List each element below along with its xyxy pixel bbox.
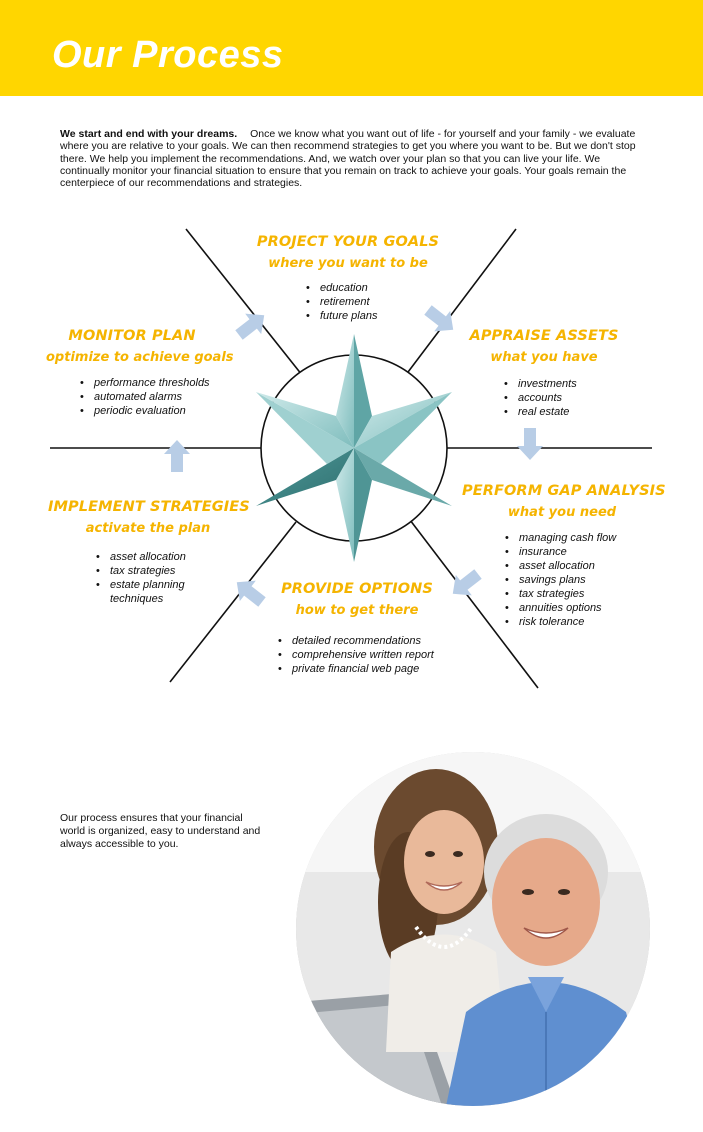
stage-monitor-list: performance thresholds automated alarms … <box>80 376 210 418</box>
stage-subtitle: where you want to be <box>268 256 428 271</box>
divider-line <box>169 521 297 683</box>
list-item: performance thresholds <box>80 376 210 390</box>
stage-subtitle: activate the plan <box>85 521 211 536</box>
divider-line <box>401 228 517 381</box>
stage-gap-list: managing cash flow insurance asset alloc… <box>505 531 616 629</box>
list-item: tax strategies <box>96 564 206 578</box>
list-item: accounts <box>504 391 577 405</box>
list-item: insurance <box>505 545 616 559</box>
arrow-icon <box>235 313 265 340</box>
page-title: Our Process <box>52 34 284 76</box>
arrow-icon <box>236 580 266 607</box>
stage-options-list: detailed recommendations comprehensive w… <box>278 634 434 676</box>
stage-gap-analysis: PERFORM GAP ANALYSIS what you need <box>462 483 666 520</box>
stage-title: APPRAISE ASSETS <box>469 328 619 344</box>
stage-title: PERFORM GAP ANALYSIS <box>462 483 666 499</box>
list-item: automated alarms <box>80 390 210 404</box>
divider-line <box>185 228 307 381</box>
stage-subtitle: what you need <box>507 505 617 520</box>
stage-subtitle: optimize to achieve goals <box>46 350 234 365</box>
intro-paragraph: We start and end with your dreams. Once … <box>60 128 650 189</box>
list-item: future plans <box>306 309 377 323</box>
list-item: education <box>306 281 377 295</box>
list-item: private financial web page <box>278 662 434 676</box>
flow-arrows <box>164 305 543 607</box>
stage-subtitle: what you have <box>490 350 598 365</box>
stage-appraise-list: investments accounts real estate <box>504 377 577 419</box>
arrow-icon <box>424 305 454 332</box>
stage-project-goals: PROJECT YOUR GOALS where you want to be <box>248 234 448 271</box>
stage-title: PROJECT YOUR GOALS <box>256 234 440 250</box>
stage-provide-options: PROVIDE OPTIONS how to get there <box>262 581 452 618</box>
divider-line <box>409 519 539 689</box>
stage-implement-list: asset allocation tax strategies estate p… <box>96 550 206 606</box>
compass-star-icon <box>256 334 452 562</box>
stage-monitor-plan: MONITOR PLAN optimize to achieve goals <box>46 328 234 365</box>
stage-title: MONITOR PLAN <box>68 328 196 344</box>
couple-photo <box>296 752 650 1106</box>
arrow-icon <box>164 440 190 472</box>
arrow-icon <box>452 569 482 596</box>
stage-title: IMPLEMENT STRATEGIES <box>48 499 250 515</box>
list-item: asset allocation <box>96 550 206 564</box>
intro-lead: We start and end with your dreams. <box>60 128 238 140</box>
stage-title: PROVIDE OPTIONS <box>281 581 433 597</box>
stage-appraise-assets: APPRAISE ASSETS what you have <box>464 328 624 365</box>
stage-project-list: education retirement future plans <box>306 281 377 323</box>
arrow-icon <box>517 428 543 460</box>
list-item: managing cash flow <box>505 531 616 545</box>
list-item: retirement <box>306 295 377 309</box>
closing-paragraph: Our process ensures that your financial … <box>60 812 261 850</box>
list-item: estate planning techniques <box>96 578 206 606</box>
intro-body: Once we know what you want out of life -… <box>60 128 636 190</box>
list-item: asset allocation <box>505 559 616 573</box>
list-item: real estate <box>504 405 577 419</box>
stage-subtitle: how to get there <box>295 603 419 618</box>
list-item: comprehensive written report <box>278 648 434 662</box>
list-item: risk tolerance <box>505 615 616 629</box>
list-item: tax strategies <box>505 587 616 601</box>
stage-implement-strategies: IMPLEMENT STRATEGIES activate the plan <box>48 499 250 536</box>
couple-photo-icon <box>296 752 650 1106</box>
list-item: periodic evaluation <box>80 404 210 418</box>
divider-lines <box>50 228 652 689</box>
header-banner: Our Process <box>0 0 703 96</box>
list-item: detailed recommendations <box>278 634 434 648</box>
list-item: investments <box>504 377 577 391</box>
list-item: savings plans <box>505 573 616 587</box>
list-item: annuities options <box>505 601 616 615</box>
process-diagram <box>50 228 652 689</box>
